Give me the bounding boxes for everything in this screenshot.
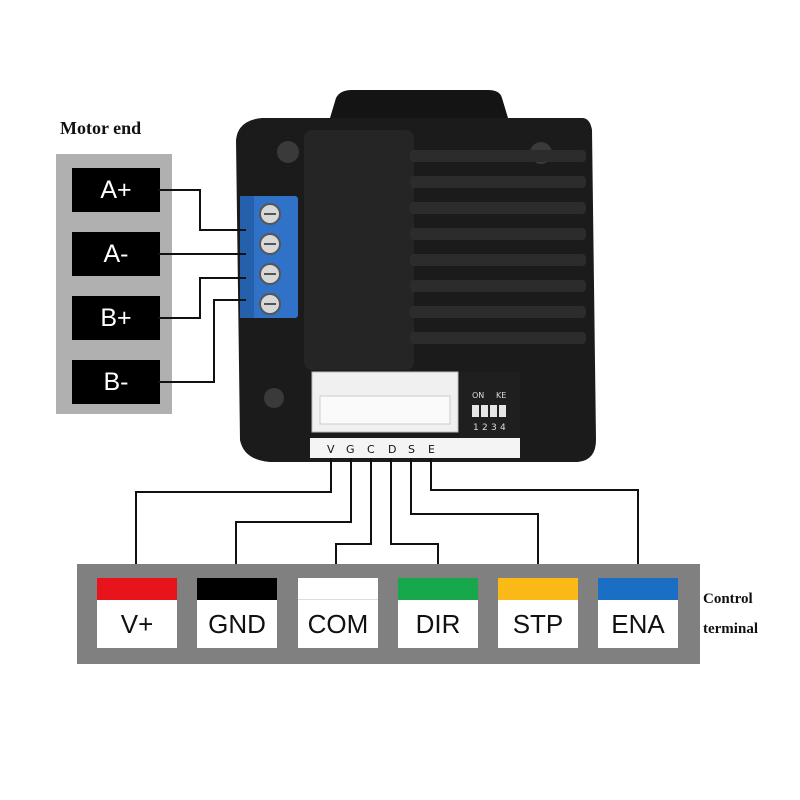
motor-screw-terminal xyxy=(240,196,298,318)
pin-letter-g: G xyxy=(346,443,355,456)
motor-end-panel: A+ A- B+ B- xyxy=(56,154,172,414)
pin-letter-s: S xyxy=(408,443,415,456)
motor-wires xyxy=(158,189,246,383)
control-terminal-dir: DIR xyxy=(398,578,478,648)
motor-terminal-a-minus: A- xyxy=(72,232,160,276)
pin-letter-e: E xyxy=(428,443,435,456)
control-terminal-title-line2: terminal xyxy=(703,621,758,637)
pcb-strip xyxy=(310,438,520,458)
dip-number-4: 4 xyxy=(500,423,506,433)
dip-switch: ON KE 1 2 3 4 xyxy=(460,372,520,438)
terminal-label: GND xyxy=(208,608,266,639)
heatsink-fins xyxy=(410,150,586,344)
terminal-color-stripe xyxy=(598,578,678,600)
terminal-label: DIR xyxy=(415,608,461,639)
control-terminal-panel: V+ GND COM DIR STP ENA xyxy=(77,564,700,664)
dip-number-3: 3 xyxy=(491,423,497,433)
control-terminal-title-line1: Control xyxy=(703,591,753,607)
pin-letter-v: V xyxy=(327,443,335,456)
dip-label-ke: KE xyxy=(496,391,506,400)
wire-com xyxy=(335,458,372,578)
motor-terminal-a-plus: A+ xyxy=(72,168,160,212)
dip-label-on: ON xyxy=(472,391,484,400)
mount-hole xyxy=(277,141,299,163)
control-terminal-stp: STP xyxy=(498,578,578,648)
dip-number-1: 1 xyxy=(473,423,479,433)
wire-gnd xyxy=(235,458,352,578)
pin-letter-d: D xyxy=(388,443,396,456)
terminal-color-stripe xyxy=(298,578,378,600)
terminal-color-stripe xyxy=(97,578,177,600)
wire-v-plus xyxy=(135,458,332,578)
motor-end-title: Motor end xyxy=(60,118,142,138)
control-connector xyxy=(311,371,459,433)
terminal-color-stripe xyxy=(498,578,578,600)
terminal-label: ENA xyxy=(611,608,665,639)
terminal-label: V+ xyxy=(120,608,154,639)
control-wires xyxy=(135,458,639,578)
pin-letters: V G C D S E xyxy=(327,443,435,456)
pin-letter-c: C xyxy=(367,443,375,456)
wire-b-plus xyxy=(158,277,246,319)
wire-ena xyxy=(430,458,639,578)
control-terminal-com: COM xyxy=(298,578,378,648)
terminal-label: STP xyxy=(512,608,564,639)
control-terminal-v-plus: V+ xyxy=(97,578,177,648)
motor-terminal-b-minus: B- xyxy=(72,360,160,404)
terminal-label: COM xyxy=(307,608,369,639)
control-terminal-ena: ENA xyxy=(598,578,678,648)
wire-b-minus xyxy=(158,299,246,383)
terminal-color-stripe xyxy=(398,578,478,600)
wire-a-plus xyxy=(158,189,246,231)
wire-stp xyxy=(410,458,539,578)
dip-number-2: 2 xyxy=(482,423,488,433)
control-terminal-gnd: GND xyxy=(197,578,277,648)
wire-dir xyxy=(390,458,439,578)
terminal-color-stripe xyxy=(197,578,277,600)
mount-hole xyxy=(264,388,284,408)
motor-terminal-b-plus: B+ xyxy=(72,296,160,340)
